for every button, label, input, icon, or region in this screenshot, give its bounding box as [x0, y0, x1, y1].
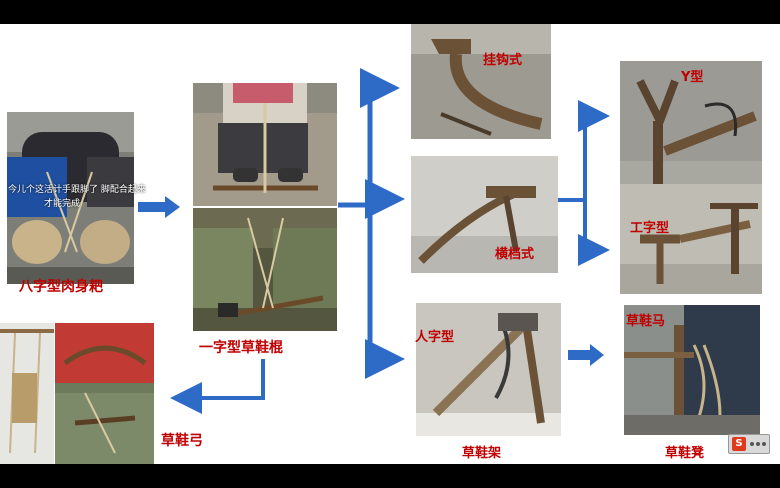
label-bazi: 八字型肉身耙 [19, 279, 103, 295]
label-gongzi: 工字型 [630, 221, 670, 236]
arrow-yizi-to-gong [170, 359, 265, 414]
label-caoxiema: 草鞋马 [626, 314, 666, 329]
photo-yizi-top [193, 83, 337, 206]
bazi-overlay-caption-2: 才能完成 [44, 199, 81, 209]
photo-caoxiema [624, 305, 760, 435]
arrow-jia-to-deng [568, 344, 604, 366]
photo-yizi-bottom [193, 208, 337, 331]
photo-bazi [7, 112, 134, 284]
diagram-slide: 今儿个这活计手跟脚了 脚配合起来 才能完成 八字型肉身耙 一字型草鞋棍 [0, 24, 780, 464]
photo-caoxiegong-left [0, 323, 54, 464]
bazi-overlay-caption: 今儿个这活计手跟脚了 脚配合起来 [8, 185, 146, 195]
photo-guagou [411, 24, 551, 139]
label-yizi: 一字型草鞋棍 [199, 340, 283, 356]
photo-caoxiegong-right [55, 323, 154, 464]
photo-renzi [416, 303, 561, 436]
tray-dots-icon [750, 442, 766, 446]
label-caoxiegong: 草鞋弓 [161, 433, 203, 449]
sogou-s-icon[interactable]: S [732, 437, 746, 451]
label-yxing: Y型 [681, 70, 704, 85]
arrow-bazi-to-yizi [138, 196, 180, 218]
label-guagou: 挂钩式 [483, 53, 523, 68]
photo-hengdang [411, 156, 558, 273]
label-renzi: 人字型 [415, 330, 455, 345]
label-caoxiedeng: 草鞋凳 [665, 446, 705, 461]
sogou-tray-widget[interactable]: S [728, 434, 770, 454]
photo-yxing [620, 61, 762, 199]
label-caoxiejia: 草鞋架 [462, 446, 502, 461]
label-hengdang: 横档式 [495, 247, 535, 262]
photo-gongzi [620, 184, 762, 294]
